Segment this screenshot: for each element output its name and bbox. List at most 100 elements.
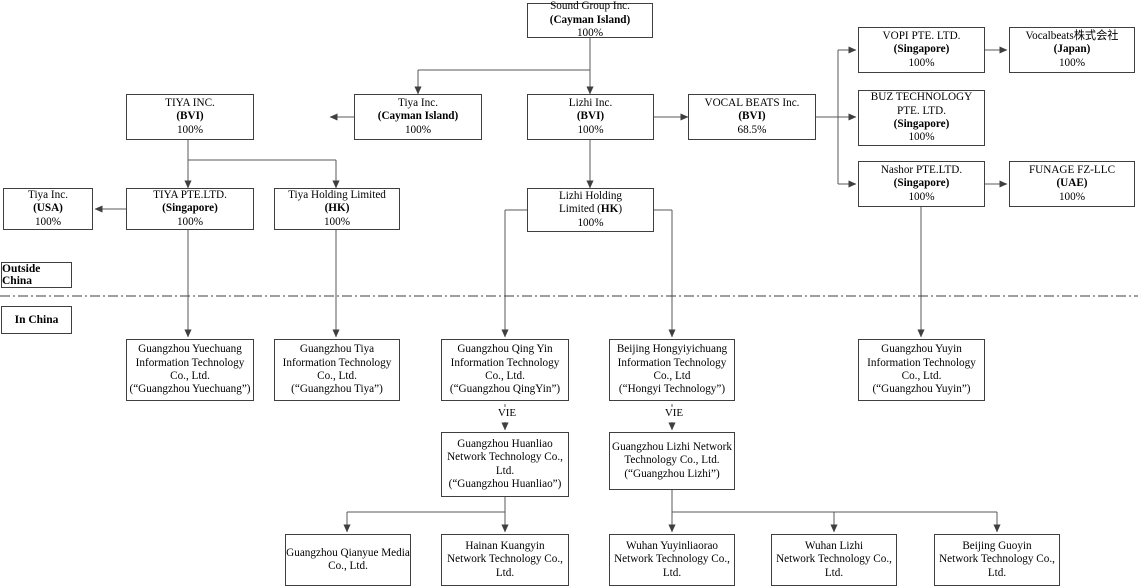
node-lizhi-holding[interactable]: Lizhi Holding Limited (HK) 100% xyxy=(527,188,654,232)
node-label-line1: BUZ TECHNOLOGY xyxy=(870,91,973,104)
node-label: VOCAL BEATS Inc. xyxy=(704,96,800,109)
node-label-line1: Guangzhou Tiya xyxy=(299,343,375,356)
node-label-line2: Information Technology xyxy=(450,356,560,369)
node-label-line3: Ltd. xyxy=(987,566,1007,579)
node-wuhan-yuyinliaorao[interactable]: Wuhan Yuyinliaorao Network Technology Co… xyxy=(609,534,735,586)
node-label-line3: Co., Ltd. xyxy=(317,370,357,382)
node-label-line3: Ltd. xyxy=(495,464,515,477)
node-jurisdiction: (Japan) xyxy=(1053,43,1091,56)
node-ownership: 100% xyxy=(577,216,604,229)
node-label-line1: Beijing Hongyiyichuang xyxy=(616,343,728,356)
node-label-line2: Co., Ltd. xyxy=(328,560,368,572)
node-tiya-pte-ltd[interactable]: TIYA PTE.LTD. (Singapore) 100% xyxy=(126,188,254,230)
node-sound-group[interactable]: Sound Group Inc. (Cayman Island) 100% xyxy=(527,0,653,40)
region-label-in-china: In China xyxy=(1,306,72,334)
node-short-name: (“Guangzhou Yuechuang”) xyxy=(129,383,251,396)
node-ownership: 100% xyxy=(1058,190,1086,203)
node-short-name: (“Guangzhou Huanliao”) xyxy=(448,477,562,490)
node-hainan-kuangyin[interactable]: Hainan Kuangyin Network Technology Co., … xyxy=(441,534,569,586)
node-label-line3: Co., Ltd. xyxy=(485,370,525,382)
node-guangzhou-yuyin[interactable]: Guangzhou Yuyin Information Technology C… xyxy=(858,339,985,401)
node-buz-technology[interactable]: BUZ TECHNOLOGY PTE. LTD. (Singapore) 100… xyxy=(858,90,985,146)
node-label: Vocalbeats株式会社 xyxy=(1025,29,1119,42)
node-label: TIYA PTE.LTD. xyxy=(153,188,227,201)
node-short-name: (“Guangzhou Yuyin”) xyxy=(872,383,971,396)
node-short-name: (“Guangzhou Tiya”) xyxy=(291,383,383,396)
node-guangzhou-yuechuang[interactable]: Guangzhou Yuechuang Information Technolo… xyxy=(126,339,254,401)
node-label-line2: Information Technology xyxy=(135,356,245,369)
node-ownership: 100% xyxy=(176,123,204,136)
node-tiya-holding[interactable]: Tiya Holding Limited (HK) 100% xyxy=(274,188,400,230)
node-label-line1: Wuhan Yuyinliaorao xyxy=(625,539,719,552)
node-ownership: 100% xyxy=(176,215,204,228)
edge-label-vie-right: VIE xyxy=(656,407,692,419)
node-label-line1: Guangzhou Lizhi Network xyxy=(612,440,732,453)
node-ownership: 100% xyxy=(908,131,935,144)
node-beijing-guoyin[interactable]: Beijing Guoyin Network Technology Co., L… xyxy=(934,534,1060,586)
node-vopi[interactable]: VOPI PTE. LTD. (Singapore) 100% xyxy=(858,27,985,73)
node-jurisdiction: (USA) xyxy=(33,202,63,215)
node-label-line2: Network Technology Co., xyxy=(939,553,1055,566)
node-wuhan-lizhi[interactable]: Wuhan Lizhi Network Technology Co., Ltd. xyxy=(771,534,897,586)
node-vocal-beats[interactable]: VOCAL BEATS Inc. (BVI) 68.5% xyxy=(688,94,816,140)
node-jurisdiction: HK xyxy=(600,203,619,216)
region-label-text: In China xyxy=(14,314,59,326)
node-jurisdiction: (Cayman Island) xyxy=(549,13,631,26)
region-label-outside-china: Outside China xyxy=(1,262,72,288)
node-ownership: 100% xyxy=(576,27,604,40)
node-guangzhou-qianyue[interactable]: Guangzhou Qianyue Media Co., Ltd. xyxy=(285,534,411,586)
node-tiya-inc-usa[interactable]: Tiya Inc. (USA) 100% xyxy=(3,188,93,230)
node-label-line3: Co., Ltd. xyxy=(901,370,942,382)
node-label: Nashor PTE.LTD. xyxy=(880,163,963,176)
node-funage[interactable]: FUNAGE FZ-LLC (UAE) 100% xyxy=(1009,161,1135,207)
node-label-line2: Network Technology Co., xyxy=(447,451,563,464)
node-label: TIYA INC. xyxy=(165,96,215,109)
region-label-text: Outside China xyxy=(2,263,41,287)
node-label: VOPI PTE. LTD. xyxy=(882,29,961,42)
node-jurisdiction: (BVI) xyxy=(576,110,605,123)
node-jurisdiction: (HK) xyxy=(324,202,350,215)
node-label-line3: Ltd. xyxy=(662,566,682,579)
edge-label-vie-left: VIE xyxy=(489,407,525,419)
node-label-line1: Hainan Kuangyin xyxy=(465,539,545,552)
node-label: FUNAGE FZ-LLC xyxy=(1028,163,1116,176)
node-guangzhou-huanliao[interactable]: Guangzhou Huanliao Network Technology Co… xyxy=(441,432,569,497)
node-label-line1: Guangzhou Yuyin xyxy=(881,343,962,356)
node-lizhi-inc[interactable]: Lizhi Inc. (BVI) 100% xyxy=(527,94,654,140)
node-label-line2: Network Technology Co., xyxy=(614,553,730,566)
node-label-line1: Guangzhou Yuechuang xyxy=(138,343,242,356)
node-label-line2: PTE. LTD. xyxy=(897,104,946,117)
node-jurisdiction: (Singapore) xyxy=(893,177,950,190)
node-label: Sound Group Inc. xyxy=(550,0,630,13)
node-tiya-inc-bvi[interactable]: TIYA INC. (BVI) 100% xyxy=(126,94,254,140)
node-label-line2: Technology Co., Ltd. xyxy=(624,454,720,467)
node-vocalbeats-japan[interactable]: Vocalbeats株式会社 (Japan) 100% xyxy=(1009,27,1135,73)
node-label-line1: Lizhi Holding xyxy=(558,189,623,202)
node-short-name: (“Guangzhou QingYin”) xyxy=(449,383,561,396)
node-label-line3: Ltd. xyxy=(495,566,515,579)
node-ownership: 100% xyxy=(577,123,604,136)
node-tiya-inc-cayman[interactable]: Tiya Inc. (Cayman Island) 100% xyxy=(354,94,482,140)
node-label-line1: Guangzhou Huanliao xyxy=(457,437,553,450)
node-jurisdiction: (BVI) xyxy=(738,110,766,123)
node-label: Tiya Inc. xyxy=(398,96,438,109)
node-guangzhou-lizhi[interactable]: Guangzhou Lizhi Network Technology Co., … xyxy=(609,432,735,490)
node-label-line3: Co., Ltd xyxy=(653,370,691,382)
node-label: Tiya Inc. xyxy=(28,188,68,201)
node-jurisdiction: (UAE) xyxy=(1056,177,1088,190)
node-label-line1: Guangzhou Qianyue Media xyxy=(286,546,410,559)
node-ownership: 100% xyxy=(908,190,935,203)
node-label-line2: Information Technology xyxy=(282,356,392,369)
node-guangzhou-tiya[interactable]: Guangzhou Tiya Information Technology Co… xyxy=(274,339,400,401)
node-ownership: 100% xyxy=(323,215,351,228)
node-label: Lizhi Inc. xyxy=(568,96,613,109)
node-short-name: (“Guangzhou Lizhi”) xyxy=(624,467,720,480)
node-guangzhou-qingyin[interactable]: Guangzhou Qing Yin Information Technolog… xyxy=(441,339,569,401)
node-ownership: 100% xyxy=(34,215,62,228)
node-label-line3: Ltd. xyxy=(824,566,844,579)
node-jurisdiction: (BVI) xyxy=(176,110,204,123)
node-nashor[interactable]: Nashor PTE.LTD. (Singapore) 100% xyxy=(858,161,985,207)
node-beijing-hongyi[interactable]: Beijing Hongyiyichuang Information Techn… xyxy=(609,339,735,401)
edge-label-text: VIE xyxy=(664,407,684,419)
